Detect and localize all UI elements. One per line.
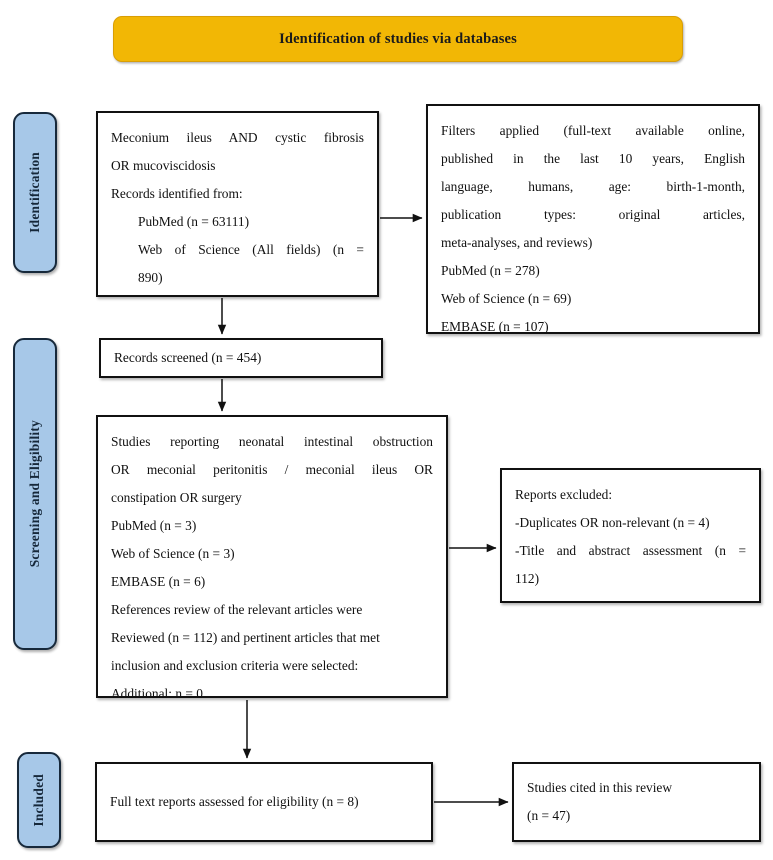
records-identified-line-2: OR mucoviscidosis — [111, 158, 216, 173]
records-identified-wos-count: Web of Science (All fields) (n = — [138, 242, 364, 257]
studies-cited-count: (n = 47) — [527, 808, 571, 823]
studies-cited-label: Studies cited in this review — [527, 780, 673, 795]
reports-excluded-title-abstract-cont: 112) — [515, 571, 540, 586]
studies-reporting-line-8: Reviewed (n = 112) and pertinent article… — [111, 630, 380, 645]
stage-tab-identification: Identification — [13, 112, 57, 273]
filters-line-4: publication types: original articles, — [441, 207, 745, 222]
records-identified-pubmed-count: PubMed (n = 63111) — [138, 214, 250, 229]
filters-line-3: language, humans, age: birth-1-month, — [441, 179, 745, 194]
studies-reporting-additional-count: Additional: n = 0 — [111, 686, 203, 701]
records-identified-line-1: Meconium ileus AND cystic fibrosis — [111, 130, 364, 145]
filters-pubmed-count: PubMed (n = 278) — [441, 263, 540, 278]
fulltext-reports-label: Full text reports assessed for eligibili… — [110, 794, 359, 809]
studies-reporting-pubmed-count: PubMed (n = 3) — [111, 518, 197, 533]
records-identified-line-3: Records identified from: — [111, 186, 243, 201]
records-identified-wos-count-cont: 890) — [138, 270, 163, 285]
stage-tab-included-label: Included — [31, 773, 46, 827]
studies-reporting-line-9: inclusion and exclusion criteria were se… — [111, 658, 359, 673]
reports-excluded-heading: Reports excluded: — [515, 487, 613, 502]
box-studies-reporting: Studies reporting neonatal intestinal ob… — [96, 415, 448, 701]
box-records-identified: Meconium ileus AND cystic fibrosis OR mu… — [96, 111, 379, 297]
filters-embase-count: EMBASE (n = 107) — [441, 319, 549, 334]
studies-reporting-wos-count: Web of Science (n = 3) — [111, 546, 235, 561]
studies-reporting-line-1: Studies reporting neonatal intestinal ob… — [111, 434, 433, 449]
studies-reporting-line-7: References review of the relevant articl… — [111, 602, 363, 617]
box-reports-excluded: Reports excluded: -Duplicates OR non-rel… — [500, 468, 761, 603]
reports-excluded-title-abstract: -Title and abstract assessment (n = — [515, 543, 746, 558]
studies-reporting-line-3: constipation OR surgery — [111, 490, 242, 505]
filters-line-1: Filters applied (full-text available onl… — [441, 123, 745, 138]
studies-reporting-embase-count: EMBASE (n = 6) — [111, 574, 206, 589]
box-fulltext-reports-assessed: Full text reports assessed for eligibili… — [95, 762, 433, 842]
filters-wos-count: Web of Science (n = 69) — [441, 291, 572, 306]
records-screened-label: Records screened (n = 454) — [114, 350, 262, 365]
stage-tab-screening-and-eligibility-label: Screening and Eligibility — [27, 420, 42, 568]
filters-line-5: meta-analyses, and reviews) — [441, 235, 593, 250]
box-records-screened: Records screened (n = 454) — [99, 338, 383, 378]
identification-banner: Identification of studies via databases — [113, 16, 683, 62]
box-filters-applied: Filters applied (full-text available onl… — [426, 104, 760, 334]
stage-tab-identification-label: Identification — [27, 152, 42, 233]
reports-excluded-duplicates: -Duplicates OR non-relevant (n = 4) — [515, 515, 710, 530]
studies-reporting-line-2: OR meconial peritonitis / meconial ileus… — [111, 462, 433, 477]
stage-tab-screening-and-eligibility: Screening and Eligibility — [13, 338, 57, 650]
box-studies-cited: Studies cited in this review (n = 47) — [512, 762, 761, 842]
identification-banner-label: Identification of studies via databases — [279, 30, 517, 47]
stage-tab-included: Included — [17, 752, 61, 848]
filters-line-2: published in the last 10 years, English — [441, 151, 745, 166]
